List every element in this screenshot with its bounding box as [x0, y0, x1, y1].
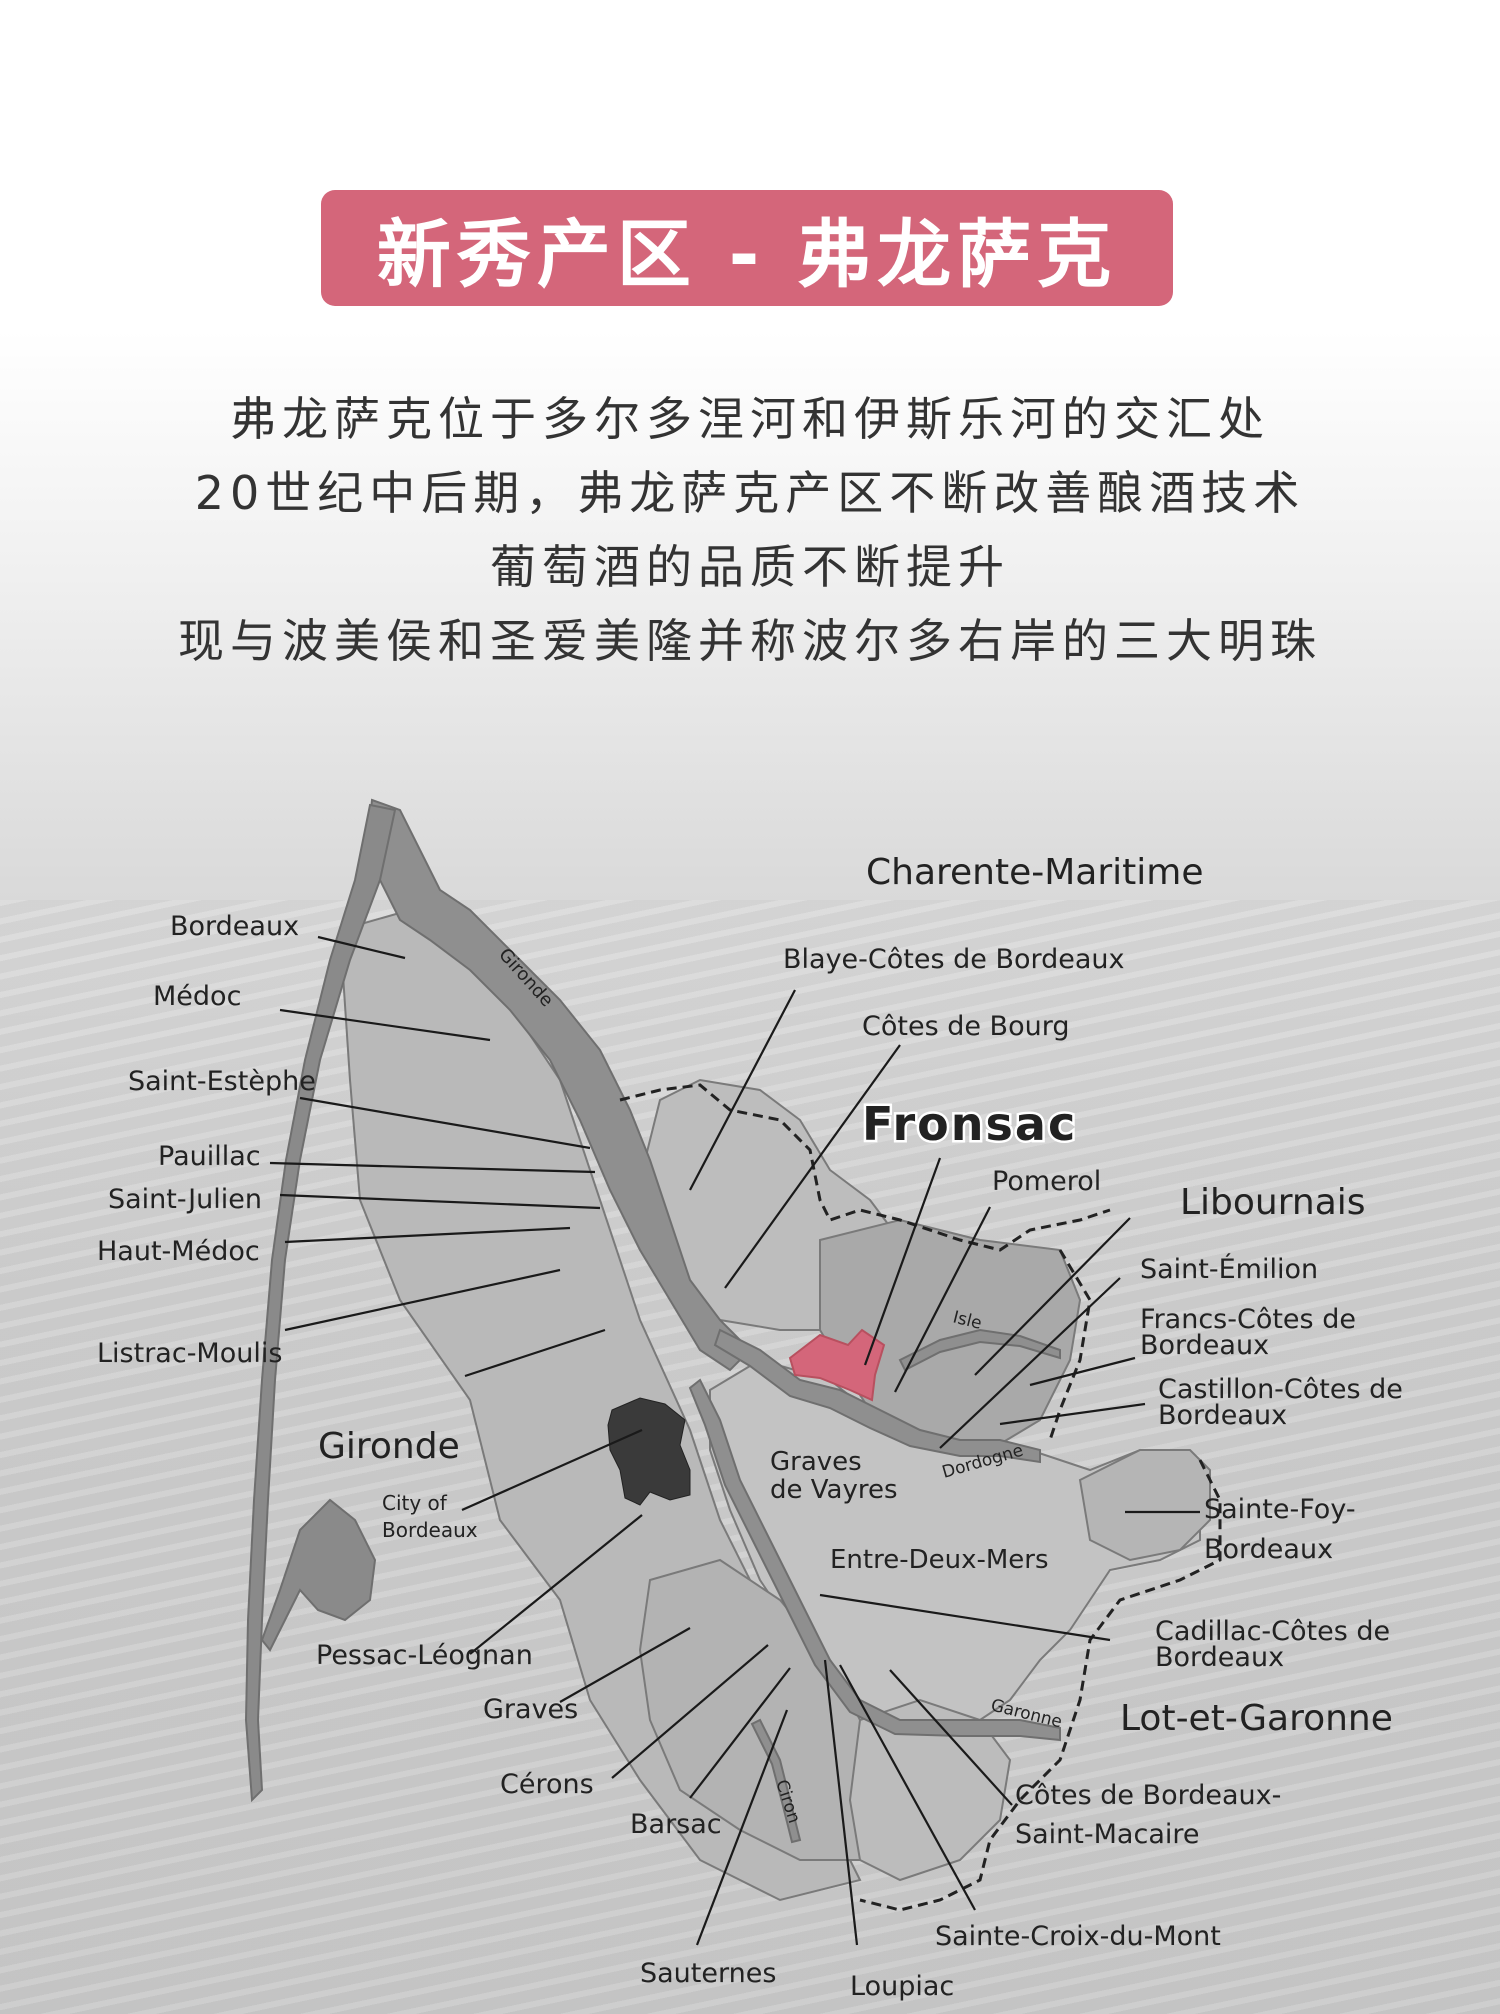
region-shapes: [338, 908, 1211, 1902]
leader-pauillac: [269, 1161, 596, 1174]
city-of-bordeaux-label-2: Bordeaux: [382, 1518, 478, 1542]
bordeaux-map: Charente-Maritime Libournais Gironde Lot…: [97, 798, 1403, 2002]
leader-city: [461, 1428, 643, 1512]
department-borders: [619, 1083, 1222, 1912]
leader-cadillac: [819, 1593, 1111, 1642]
dordogne-river: [713, 1328, 1041, 1464]
label-blaye: Blaye-Côtes de Bordeaux: [783, 944, 1125, 975]
city-of-bordeaux-shape: [607, 1397, 691, 1506]
leader-sainte-croix: [839, 1664, 976, 1911]
atlantic-strip: [244, 803, 397, 1803]
label-saint-estephe: Saint-Estèphe: [128, 1066, 316, 1097]
leader-francs: [1029, 1356, 1136, 1387]
leader-bordeaux: [317, 935, 406, 960]
leader-barsac: [689, 1667, 791, 1799]
garonne-river: [688, 1378, 1061, 1742]
label-haut-medoc: Haut-Médoc: [97, 1236, 260, 1267]
label-pomerol: Pomerol: [992, 1166, 1101, 1197]
border-charente: [619, 1083, 1111, 1252]
label-castillon-1: Castillon-Côtes de: [1158, 1374, 1403, 1405]
label-medoc: Médoc: [153, 981, 241, 1012]
label-barsac: Barsac: [630, 1809, 722, 1840]
label-sauternes: Sauternes: [640, 1958, 776, 1989]
leader-saint-emilion: [939, 1277, 1121, 1449]
leader-cotes-de-bourg: [724, 1044, 901, 1289]
region-label-libournais: Libournais: [1180, 1182, 1366, 1223]
leader-saint-julien: [279, 1193, 601, 1210]
rivers: [366, 798, 1061, 1844]
leader-graves: [559, 1627, 691, 1703]
graves-de-vayres-label-2: de Vayres: [770, 1475, 898, 1505]
intro-text: 弗龙萨克位于多尔多涅河和伊斯乐河的交汇处 20世纪中后期，弗龙萨克产区不断改善酿…: [80, 382, 1420, 678]
appellation-labels: Bordeaux Médoc Saint-Estèphe Pauillac Sa…: [97, 911, 1403, 2002]
label-graves: Graves: [483, 1694, 578, 1725]
leader-fronsac: [863, 1157, 942, 1366]
page-title: 新秀产区 - 弗龙萨克: [376, 211, 1118, 298]
region-label-charente: Charente-Maritime: [866, 852, 1204, 893]
leader-pessac: [469, 1514, 643, 1655]
leader-sauternes: [695, 1709, 789, 1946]
fronsac-label: Fronsac: [862, 1097, 1077, 1151]
leader-saint-estephe: [299, 1096, 591, 1150]
sainte-foy-region: [1078, 1449, 1211, 1562]
label-sainte-foy-1: Sainte-Foy-: [1204, 1494, 1356, 1525]
label-sainte-croix: Sainte-Croix-du-Mont: [935, 1921, 1221, 1952]
graves-de-vayres-label-1: Graves: [770, 1447, 862, 1477]
leader-blaye: [689, 989, 796, 1191]
label-cerons: Cérons: [500, 1769, 594, 1800]
label-cotes-de-bourg: Côtes de Bourg: [862, 1011, 1069, 1042]
label-loupiac: Loupiac: [850, 1971, 954, 2002]
intro-line: 20世纪中后期，弗龙萨克产区不断改善酿酒技术: [194, 466, 1306, 520]
label-bordeaux: Bordeaux: [170, 911, 299, 942]
leader-pomerol: [894, 1206, 991, 1393]
arcachon-basin: [260, 1498, 377, 1652]
leader-libournais: [974, 1217, 1131, 1376]
label-saint-julien: Saint-Julien: [108, 1184, 262, 1215]
city-of-bordeaux-label-1: City of: [382, 1491, 448, 1515]
intro-line: 葡萄酒的品质不断提升: [490, 540, 1010, 594]
leader-haut-medoc: [284, 1226, 571, 1244]
label-pessac: Pessac-Léognan: [316, 1640, 533, 1671]
label-francs-2: Bordeaux: [1140, 1330, 1269, 1361]
fronsac-highlight-shape: [788, 1328, 886, 1402]
ciron-river: [750, 1718, 802, 1844]
intro-line: 现与波美侯和圣爱美隆并称波尔多右岸的三大明珠: [178, 614, 1322, 668]
region-label-gironde: Gironde: [318, 1426, 460, 1467]
label-sainte-foy-2: Bordeaux: [1204, 1534, 1333, 1565]
label-saint-emilion: Saint-Émilion: [1140, 1253, 1318, 1285]
intro-line: 弗龙萨克位于多尔多涅河和伊斯乐河的交汇处: [230, 392, 1270, 446]
leader-lines: [269, 935, 1200, 1946]
label-listrac: Listrac-Moulis: [97, 1338, 282, 1369]
border-libournais: [1048, 1249, 1092, 1441]
label-castillon-2: Bordeaux: [1158, 1400, 1287, 1431]
leader-castillon: [999, 1402, 1146, 1426]
cotes-sm-region: [848, 1698, 1012, 1882]
leader-medoc: [279, 1008, 491, 1042]
leader-listrac: [284, 1268, 561, 1332]
label-cotes-sm-2: Saint-Macaire: [1015, 1819, 1199, 1850]
label-cadillac-2: Bordeaux: [1155, 1642, 1284, 1673]
label-francs-1: Francs-Côtes de: [1140, 1304, 1356, 1335]
border-lot-et-garonne: [859, 1459, 1222, 1912]
leader-cerons: [611, 1644, 769, 1779]
title-badge: 新秀产区 - 弗龙萨克: [321, 190, 1173, 306]
leader-loupiac: [823, 1659, 859, 1946]
region-label-lot-et-garonne: Lot-et-Garonne: [1120, 1698, 1393, 1739]
isle-river: [898, 1328, 1061, 1372]
label-cadillac-1: Cadillac-Côtes de: [1155, 1616, 1390, 1647]
label-cotes-sm-1: Côtes de Bordeaux-: [1015, 1780, 1281, 1811]
leader-listrac-extra: [464, 1328, 606, 1378]
label-pauillac: Pauillac: [158, 1141, 261, 1172]
leader-cotes-sm: [889, 1669, 1013, 1806]
entre-deux-mers-label: Entre-Deux-Mers: [830, 1545, 1049, 1575]
